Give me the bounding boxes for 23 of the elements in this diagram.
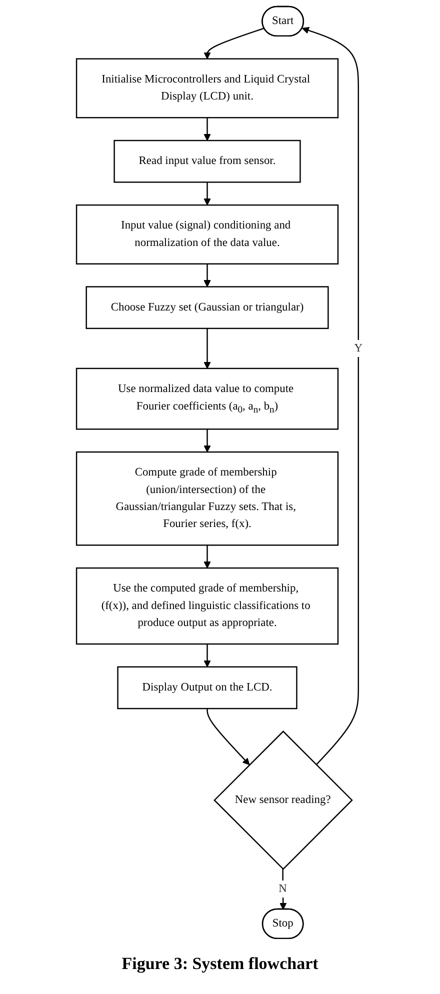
node-box: Input value (signal) conditioning and normalization of the data value.: [76, 204, 340, 264]
arrow: [280, 869, 288, 910]
arrow: [204, 644, 212, 668]
node-box: Use normalized data value to compute Fourier coefficients (a$_{0}$, a$_{n}$, b$_{n}$): [76, 368, 340, 430]
arrow: [204, 264, 212, 288]
node-box: Read input value from sensor.: [114, 140, 302, 183]
node-box: Choose Fuzzy set (Gaussian or triangular): [86, 286, 330, 330]
node-diamond: New sensor reading?: [214, 730, 354, 870]
figure-caption: Figure 3: System flowchart: [120, 954, 320, 974]
arrow: [204, 328, 212, 369]
arrow: [207, 708, 250, 766]
node-box: Display Output on the LCD.: [118, 666, 298, 710]
arrow: [204, 429, 212, 452]
node-box: Use the computed grade of membership, (f(x)), and defined linguistic classifications to produce output as appropriate.: [76, 567, 340, 645]
arrow: [302, 26, 360, 766]
edge-label: Y: [354, 342, 363, 355]
arrow: [204, 545, 212, 568]
node-box: Initialise Microcontrollers and Liquid Crystal Display (LCD) unit.: [76, 58, 340, 118]
node-box: Compute grade of membership (union/intersection) of the Gaussian/triangular Fuzzy sets. That is, Fourier series, f(x).: [76, 451, 340, 546]
edge-label: N: [279, 882, 288, 896]
arrow: [204, 118, 212, 141]
arrow: [204, 28, 265, 60]
arrow: [204, 182, 212, 206]
